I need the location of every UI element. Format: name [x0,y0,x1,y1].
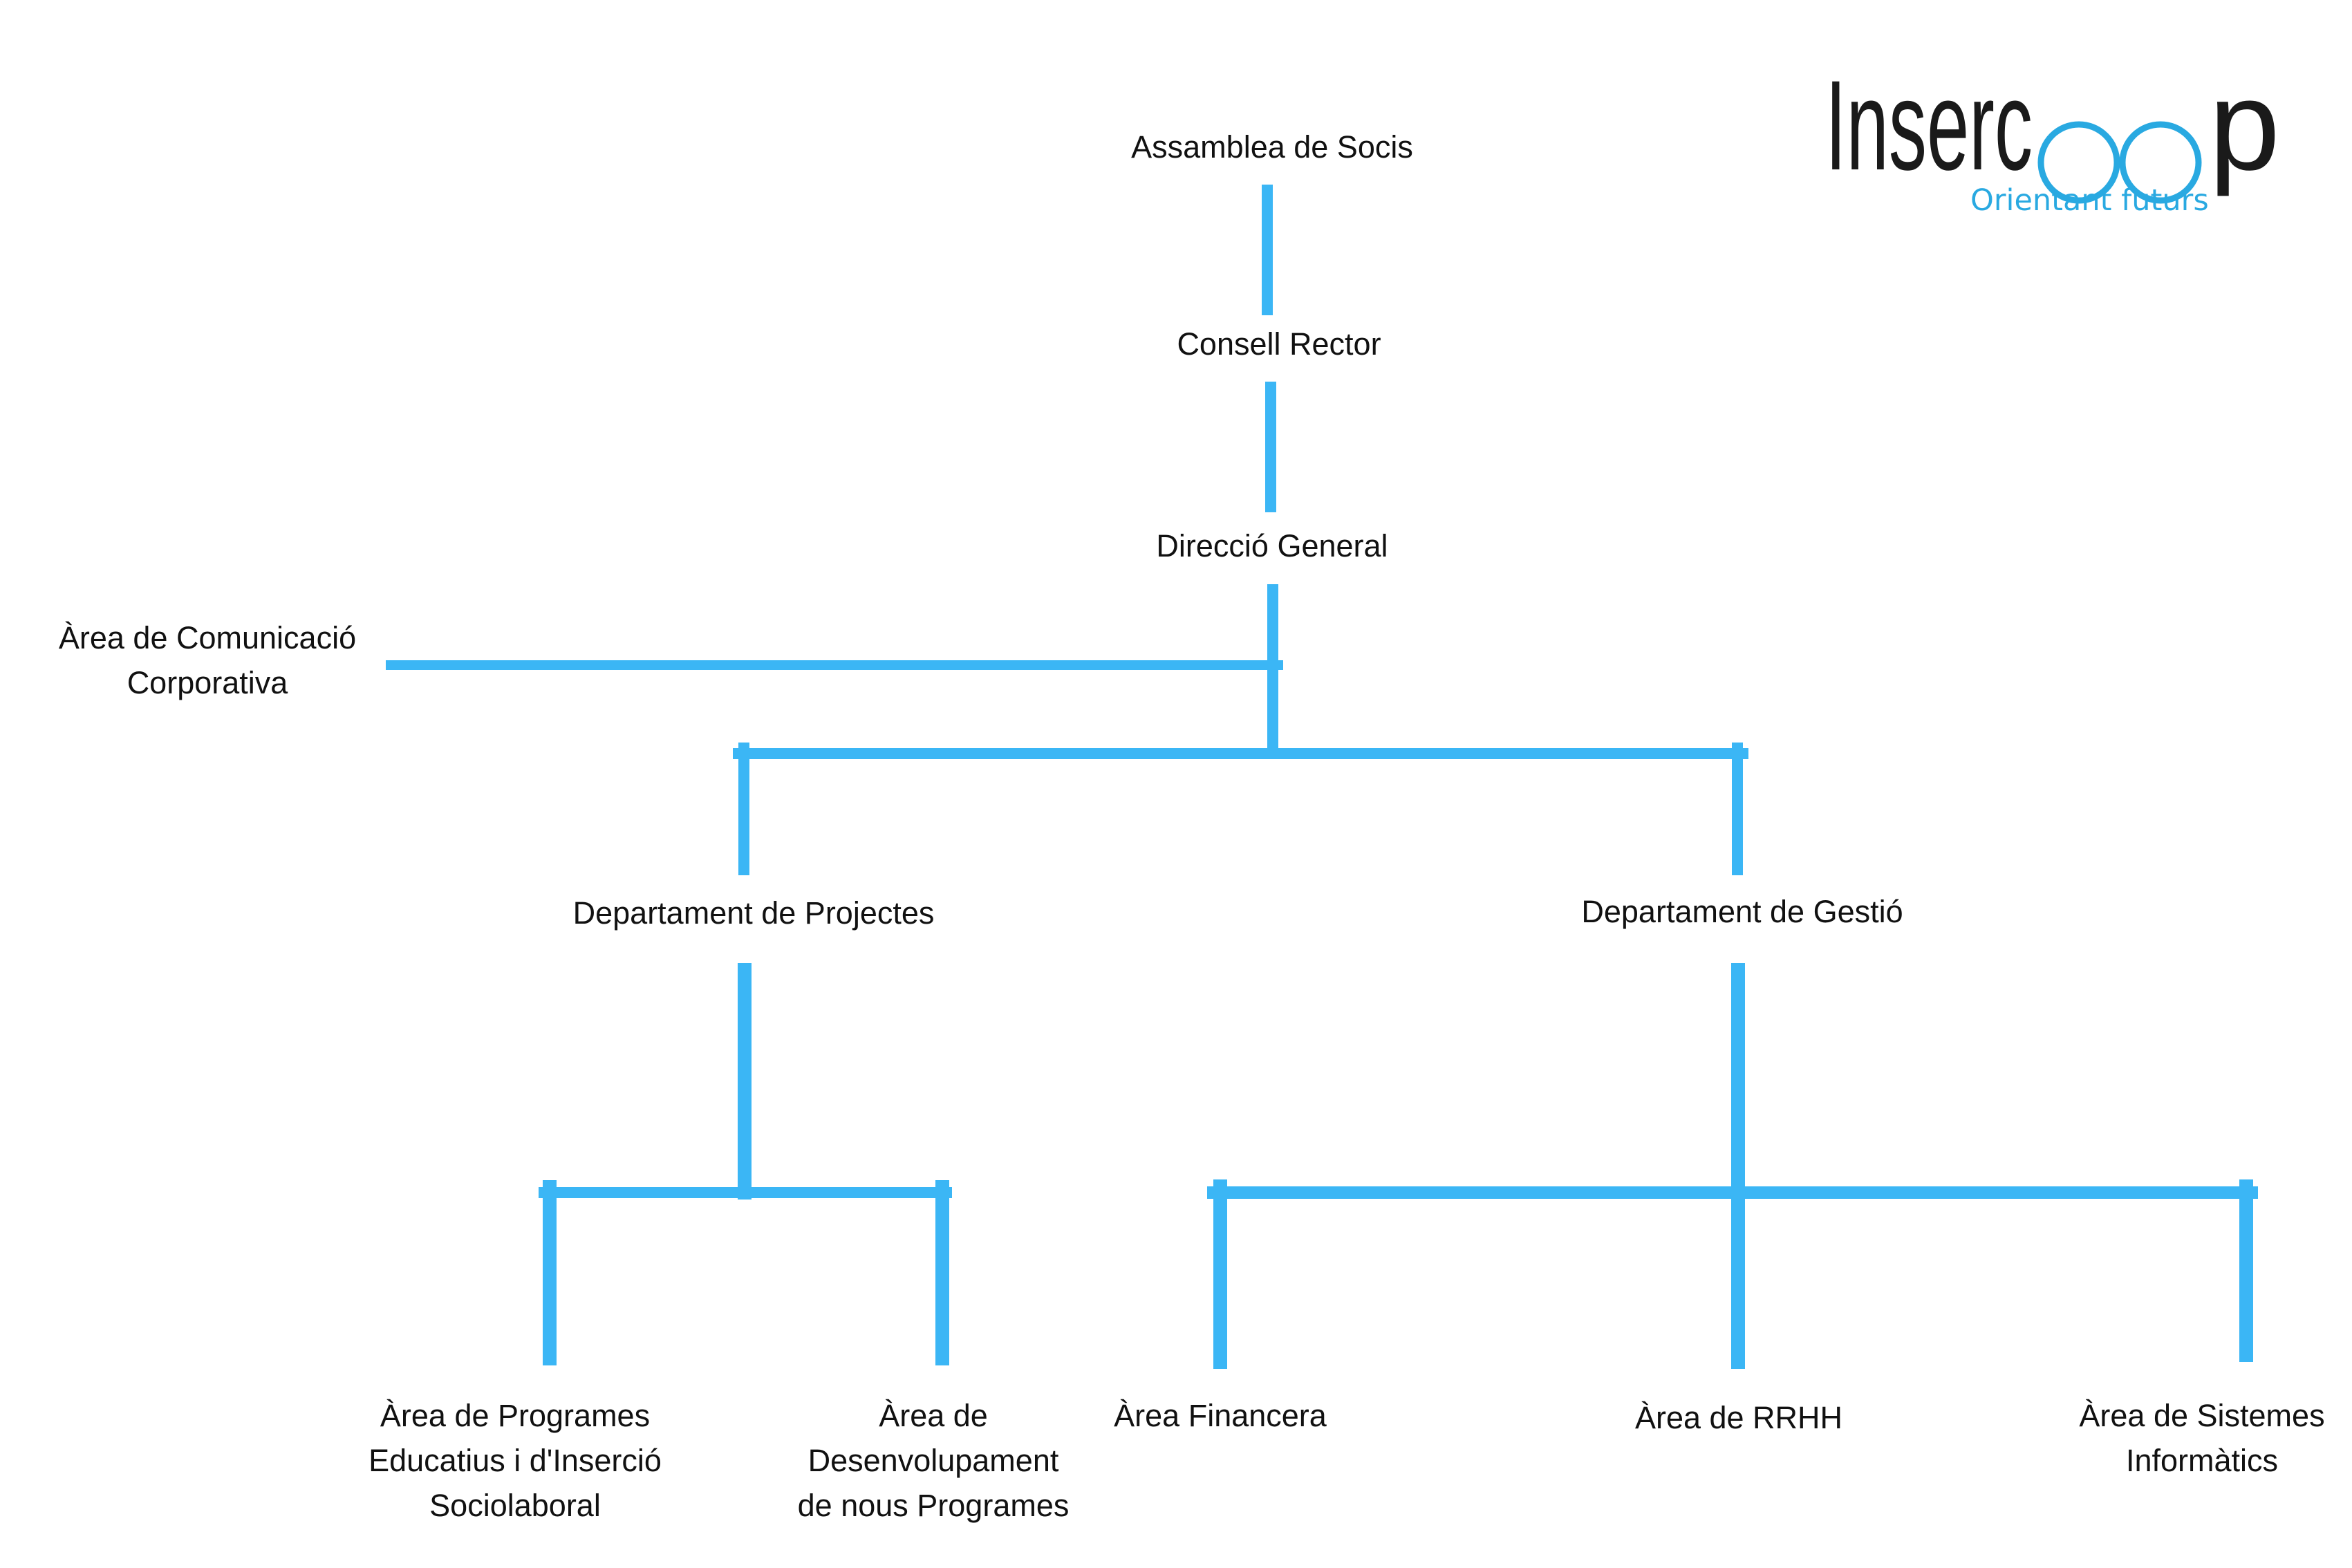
logo-wordmark: Inserc p [1825,69,2280,197]
node-area-rrhh: Àrea de RRHH [1583,1395,1894,1440]
node-label: Departament de Gestió [1581,894,1903,929]
node-direccio-general: Direcció General [1079,523,1466,568]
node-label: Assamblea de Socis [1131,129,1413,165]
node-label-line-2: Desenvolupament [808,1443,1059,1478]
node-label-line-2: Informàtics [2125,1443,2279,1478]
node-departament-projectes: Departament de Projectes [529,890,978,935]
node-label-line-1: Àrea de [879,1398,988,1433]
logo-word-part-1: Inserc [1825,69,2033,197]
node-area-comunicacio-corporativa: Àrea de Comunicació Corporativa [14,615,401,705]
node-label: Direcció General [1156,528,1388,563]
node-label: Consell Rector [1177,326,1381,362]
node-label-line-1: Àrea de Comunicació [58,620,357,655]
logo-oo-mark [2037,121,2202,204]
node-label: Àrea Financera [1114,1398,1327,1433]
connector-lines [386,185,2258,1369]
node-area-sistemes-informatics: Àrea de Sistemes Informàtics [2046,1393,2352,1483]
node-label: Àrea de RRHH [1634,1400,1843,1435]
node-label-line-3: de nous Programes [797,1488,1070,1523]
insercoop-logo: Inserc p Orientant futurs [1825,69,2281,221]
node-assemblea-de-socis: Assamblea de Socis [1079,124,1466,169]
node-area-programes-educatius: Àrea de Programes Educatius i d'Inserció… [321,1393,709,1528]
node-label-line-1: Àrea de Programes [380,1398,651,1433]
node-consell-rector: Consell Rector [1085,321,1473,366]
node-area-desenvolupament: Àrea de Desenvolupament de nous Programe… [740,1393,1127,1528]
node-label-line-2: Corporativa [127,665,288,700]
node-label-line-1: Àrea de Sistemes [2079,1398,2325,1433]
node-area-financera: Àrea Financera [1065,1393,1376,1438]
logo-tagline: Orientant futurs [1970,183,2209,218]
node-departament-gestio: Departament de Gestió [1518,889,1967,934]
node-label: Departament de Projectes [572,895,935,931]
logo-word-part-2: p [2209,69,2280,197]
node-label-line-2: Educatius i d'Inserció [368,1443,662,1478]
node-label-line-3: Sociolaboral [429,1488,601,1523]
